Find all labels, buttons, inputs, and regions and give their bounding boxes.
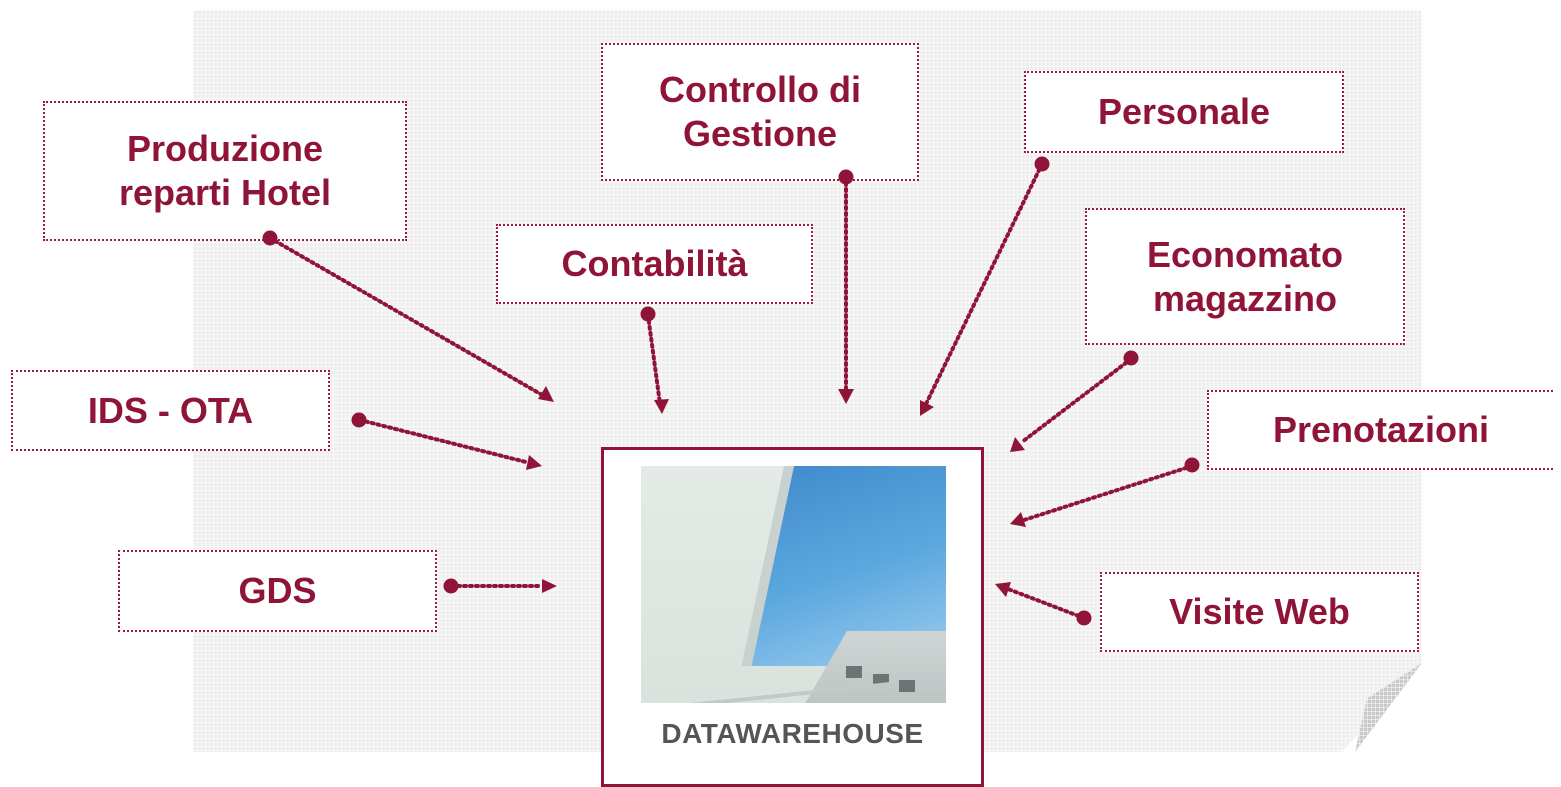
connector-dot [838, 169, 854, 185]
connector-visite [1006, 587, 1086, 620]
arrowhead [995, 582, 1011, 597]
source-box-visite-web: Visite Web [1100, 572, 1419, 652]
source-box-economato: Economato magazzino [1085, 208, 1405, 345]
laptop-image [641, 466, 946, 703]
connector-dot [351, 412, 367, 428]
arrowhead [526, 455, 542, 470]
connector-dot [443, 578, 459, 594]
connector-dot [640, 306, 656, 322]
source-box-prenotazioni: Prenotazioni [1207, 390, 1553, 470]
connector-dot [1076, 610, 1092, 626]
connector-dot [1123, 350, 1139, 366]
source-box-contabilita: Contabilità [496, 224, 813, 304]
arrowhead [920, 400, 934, 416]
arrowhead [838, 389, 854, 404]
source-box-ids-ota: IDS - OTA [11, 370, 330, 451]
source-box-produzione: Produzione reparti Hotel [43, 101, 407, 241]
arrowhead [1010, 437, 1025, 452]
datawarehouse-box: DATAWAREHOUSE [601, 447, 984, 787]
connector-contabilita [646, 313, 662, 406]
connector-dot [262, 230, 278, 246]
arrowhead [654, 399, 669, 414]
connector-economato [1020, 357, 1133, 444]
usb-port [846, 666, 862, 678]
connector-dot [1034, 156, 1050, 172]
arrowhead [538, 386, 554, 402]
usb-port [899, 680, 915, 692]
arrowhead [1010, 512, 1026, 527]
arrowhead [542, 579, 557, 593]
connector-prenotazioni [1022, 464, 1194, 522]
datawarehouse-label: DATAWAREHOUSE [661, 718, 924, 749]
connector-produzione [268, 236, 546, 398]
connector-ids [358, 418, 528, 464]
source-box-controllo: Controllo di Gestione [601, 43, 919, 181]
connector-personale [924, 162, 1044, 406]
connector-dot [1184, 457, 1200, 473]
source-box-personale: Personale [1024, 71, 1344, 153]
source-box-gds: GDS [118, 550, 437, 632]
